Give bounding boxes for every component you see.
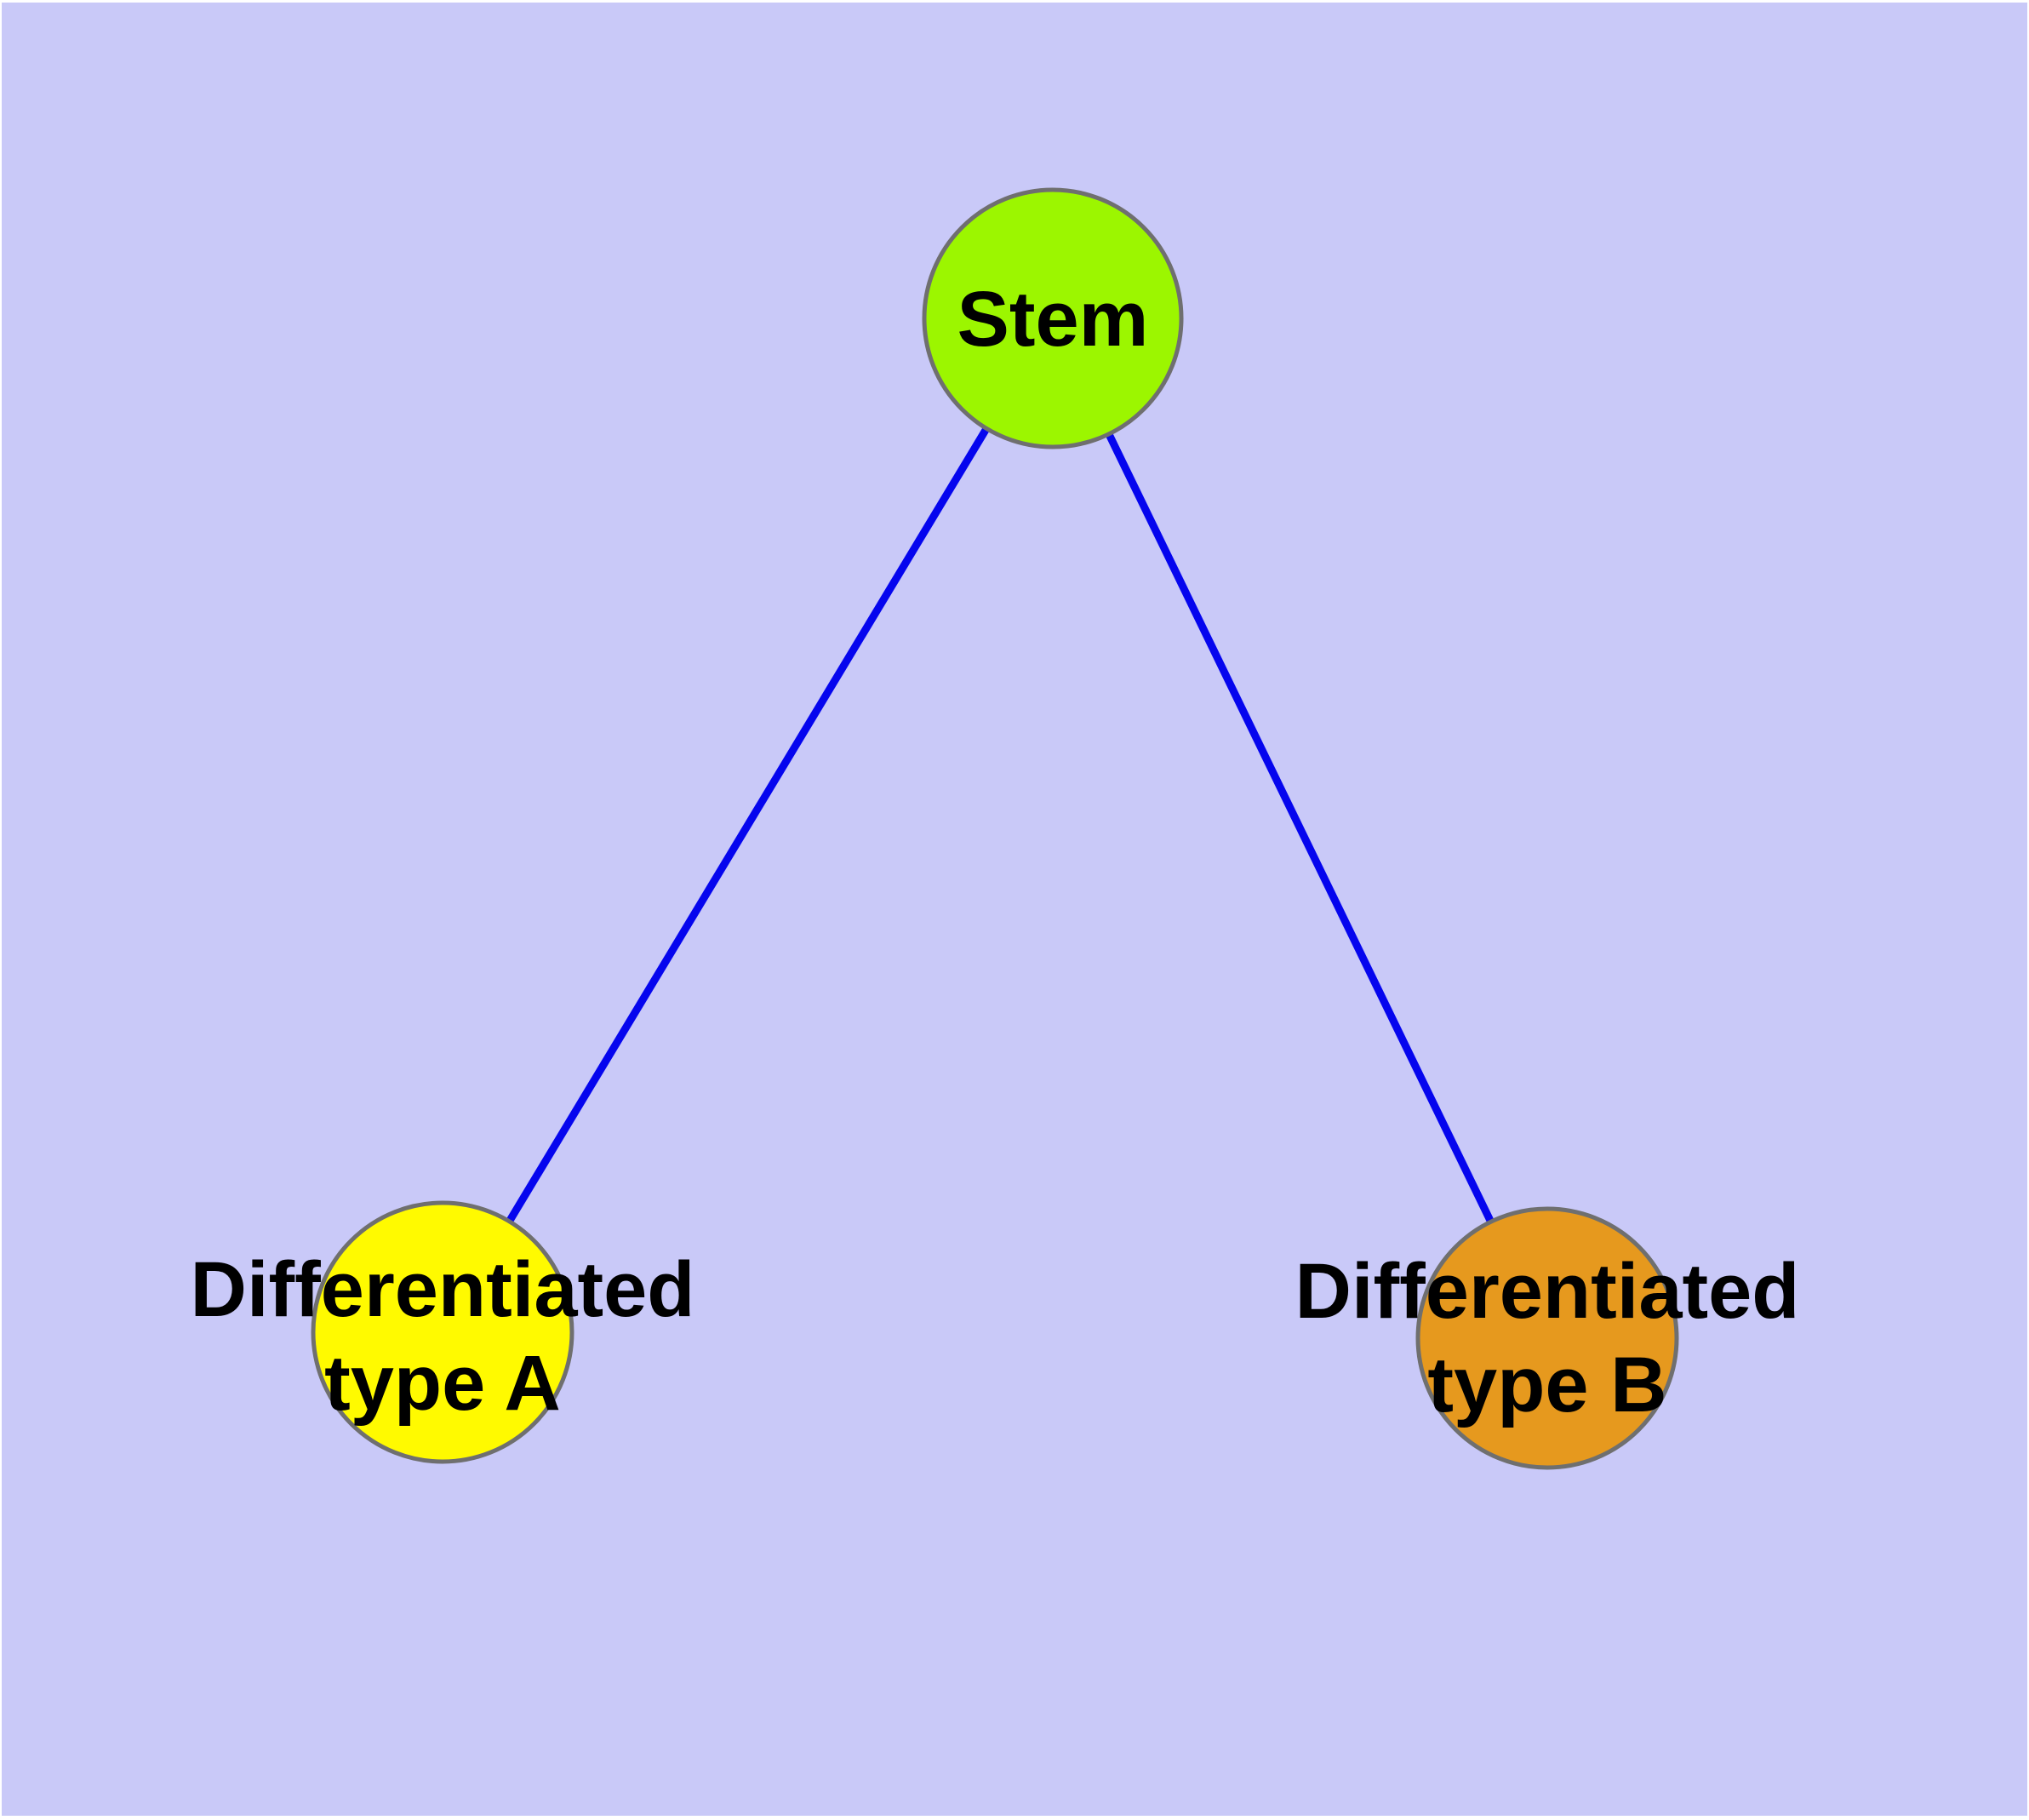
- node-type-a-label-line1: Differentiated: [190, 1246, 695, 1333]
- node-type-a-circle: [311, 1200, 574, 1464]
- node-type-b-label: Differentiated type B: [1295, 1245, 1800, 1432]
- node-stem-circle: [922, 187, 1184, 449]
- node-type-b-label-line2: type B: [1427, 1342, 1667, 1428]
- node-type-b-circle: [1415, 1206, 1679, 1470]
- edge-stem-to-type-a: [439, 316, 1056, 1335]
- node-type-a-label: Differentiated type A: [191, 1243, 695, 1430]
- node-type-b-label-line1: Differentiated: [1295, 1248, 1800, 1335]
- edge-stem-to-type-b: [1049, 317, 1552, 1340]
- node-stem-label: Stem: [957, 276, 1149, 363]
- node-type-a-label-line2: type A: [324, 1340, 561, 1427]
